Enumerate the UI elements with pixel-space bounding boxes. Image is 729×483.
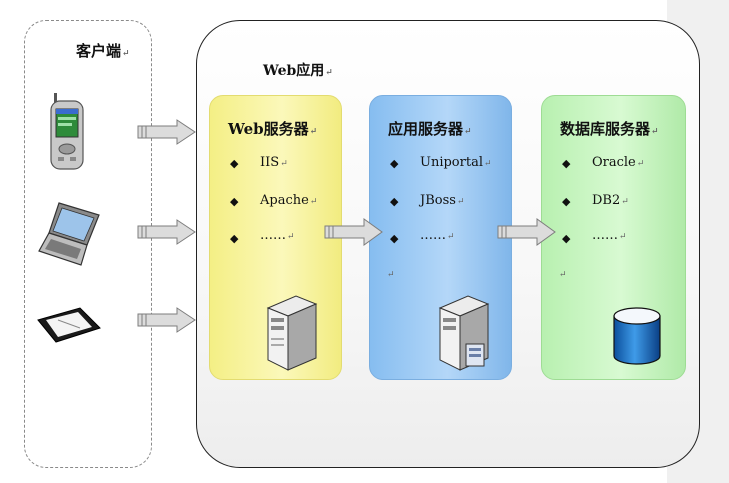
arrow-right-icon <box>137 119 196 145</box>
bullet-icon: ◆ <box>230 232 239 245</box>
app-server-item: Uniportal↵ <box>420 155 492 170</box>
db-server-title: 数据库服务器↵ <box>560 120 659 138</box>
app-server-title: 应用服务器↵ <box>388 120 472 138</box>
bullet-icon: ◆ <box>562 195 571 208</box>
return-mark: ↵ <box>559 270 567 280</box>
web-server-item: IIS↵ <box>260 155 288 170</box>
bullet-icon: ◆ <box>562 232 571 245</box>
pda-phone-icon <box>50 93 84 170</box>
arrow-right-icon <box>324 218 383 246</box>
arrow-right-icon <box>137 307 196 333</box>
app-server-item: ……↵ <box>420 228 455 243</box>
bullet-icon: ◆ <box>390 195 399 208</box>
laptop-icon <box>38 202 100 266</box>
db-server-item: Oracle↵ <box>592 155 645 170</box>
arrow-right-icon <box>137 219 196 245</box>
arrow-right-icon <box>497 218 556 246</box>
server-icon <box>266 295 318 371</box>
bullet-icon: ◆ <box>390 232 399 245</box>
app-server-item: JBoss↵ <box>420 193 465 208</box>
bullet-icon: ◆ <box>230 195 239 208</box>
tablet-icon <box>37 307 101 343</box>
web-app-title: Web应用↵ <box>263 63 333 79</box>
bullet-icon: ◆ <box>390 157 399 170</box>
return-mark: ↵ <box>387 270 395 280</box>
client-title: 客户端↵ <box>76 42 130 60</box>
bullet-icon: ◆ <box>562 157 571 170</box>
web-server-item: Apache↵ <box>260 193 318 208</box>
web-server-item: ……↵ <box>260 228 295 243</box>
web-server-title: Web服务器↵ <box>228 120 318 138</box>
database-icon <box>613 307 661 365</box>
bullet-icon: ◆ <box>230 157 239 170</box>
app-server-icon <box>438 295 490 371</box>
db-server-item: DB2↵ <box>592 193 629 208</box>
db-server-item: ……↵ <box>592 228 627 243</box>
